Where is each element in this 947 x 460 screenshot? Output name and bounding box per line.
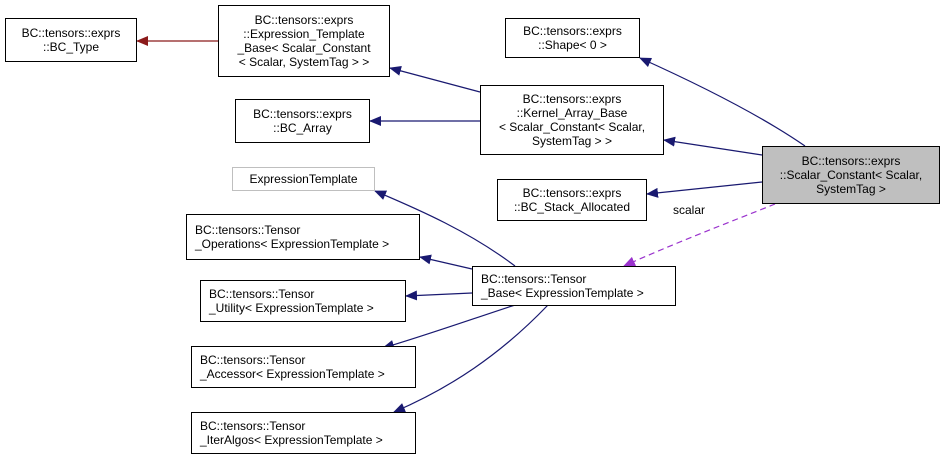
node-label-line: ::BC_Array bbox=[273, 121, 332, 135]
node-label-line: ::BC_Stack_Allocated bbox=[513, 200, 631, 214]
node-scalar-constant[interactable]: BC::tensors::exprs::Scalar_Constant< Sca… bbox=[762, 146, 940, 204]
edge-label-scalar: scalar bbox=[673, 203, 706, 217]
node-label-line: < Scalar_Constant< Scalar, bbox=[498, 120, 646, 134]
node-label-line: _Base< ExpressionTemplate > bbox=[481, 286, 644, 300]
edge-scalar-constant-to-kernel-array-base bbox=[663, 136, 763, 156]
node-label-line: ::Kernel_Array_Base bbox=[516, 106, 628, 120]
node-label-line: BC::tensors::exprs bbox=[21, 26, 121, 40]
node-label-line: BC::tensors::Tensor bbox=[200, 419, 306, 433]
node-label-line: BC::tensors::exprs bbox=[523, 24, 622, 38]
node-bc-stack-allocated[interactable]: BC::tensors::exprs::BC_Stack_Allocated bbox=[497, 179, 647, 221]
node-expression-template-base[interactable]: BC::tensors::exprs::Expression_Template_… bbox=[218, 5, 390, 77]
edge-tensor-base-to-expression-template bbox=[374, 190, 516, 267]
node-label-line: BC::tensors::exprs bbox=[254, 13, 354, 27]
node-label-line: _Base< Scalar_Constant bbox=[237, 41, 371, 55]
node-bc-array[interactable]: BC::tensors::exprs::BC_Array bbox=[235, 99, 370, 143]
edge-scalar-constant-to-bc-stack-allocated bbox=[646, 181, 763, 198]
node-label-line: BC::tensors::Tensor bbox=[195, 223, 301, 237]
node-expression-template[interactable]: ExpressionTemplate bbox=[232, 167, 375, 191]
node-label-line: BC::tensors::exprs bbox=[522, 92, 622, 106]
node-tensor-iteralgos[interactable]: BC::tensors::Tensor_IterAlgos< Expressio… bbox=[191, 412, 416, 454]
node-label-line: ExpressionTemplate bbox=[249, 172, 358, 186]
edge-tensor-base-to-tensor-iteralgos bbox=[393, 304, 549, 413]
node-tensor-utility[interactable]: BC::tensors::Tensor_Utility< ExpressionT… bbox=[200, 280, 406, 322]
node-label-line: ::Shape< 0 > bbox=[538, 38, 607, 52]
edge-scalar-constant-to-tensor-base-usage bbox=[623, 203, 776, 267]
node-label-line: BC::tensors::Tensor bbox=[200, 353, 306, 367]
node-label-line: BC::tensors::Tensor bbox=[209, 287, 315, 301]
node-label-line: _IterAlgos< ExpressionTemplate > bbox=[200, 433, 383, 447]
node-kernel-array-base[interactable]: BC::tensors::exprs::Kernel_Array_Base< S… bbox=[480, 85, 664, 155]
node-label-line: SystemTag > bbox=[816, 182, 886, 196]
node-tensor-accessor[interactable]: BC::tensors::Tensor_Accessor< Expression… bbox=[191, 346, 416, 388]
node-bc-type[interactable]: BC::tensors::exprs::BC_Type bbox=[5, 18, 137, 62]
edge-tensor-base-to-tensor-operations bbox=[419, 254, 473, 270]
node-label-line: BC::tensors::exprs bbox=[522, 186, 622, 200]
node-tensor-base[interactable]: BC::tensors::Tensor_Base< ExpressionTemp… bbox=[472, 266, 676, 306]
node-label-line: _Accessor< ExpressionTemplate > bbox=[200, 367, 385, 381]
edge-tensor-base-to-tensor-accessor bbox=[382, 304, 516, 350]
node-label-line: BC::tensors::exprs bbox=[801, 154, 901, 168]
node-label-line: < Scalar, SystemTag > > bbox=[238, 55, 370, 69]
node-label-line: BC::tensors::exprs bbox=[253, 107, 352, 121]
edge-tensor-base-to-tensor-utility bbox=[405, 290, 473, 301]
node-label-line: SystemTag > > bbox=[531, 134, 613, 148]
node-label-line: ::Expression_Template bbox=[243, 27, 365, 41]
node-shape[interactable]: BC::tensors::exprs::Shape< 0 > bbox=[505, 18, 640, 58]
edge-scalar-constant-to-shape bbox=[639, 57, 806, 147]
edge-kernel-array-base-to-expression-template-base bbox=[389, 66, 481, 93]
node-label-line: ::BC_Type bbox=[42, 40, 100, 54]
node-label-line: _Utility< ExpressionTemplate > bbox=[209, 301, 374, 315]
node-label-line: ::Scalar_Constant< Scalar, bbox=[779, 168, 923, 182]
node-tensor-operations[interactable]: BC::tensors::Tensor_Operations< Expressi… bbox=[186, 214, 420, 260]
node-label-line: BC::tensors::Tensor bbox=[481, 272, 587, 286]
node-label-line: _Operations< ExpressionTemplate > bbox=[195, 237, 390, 251]
